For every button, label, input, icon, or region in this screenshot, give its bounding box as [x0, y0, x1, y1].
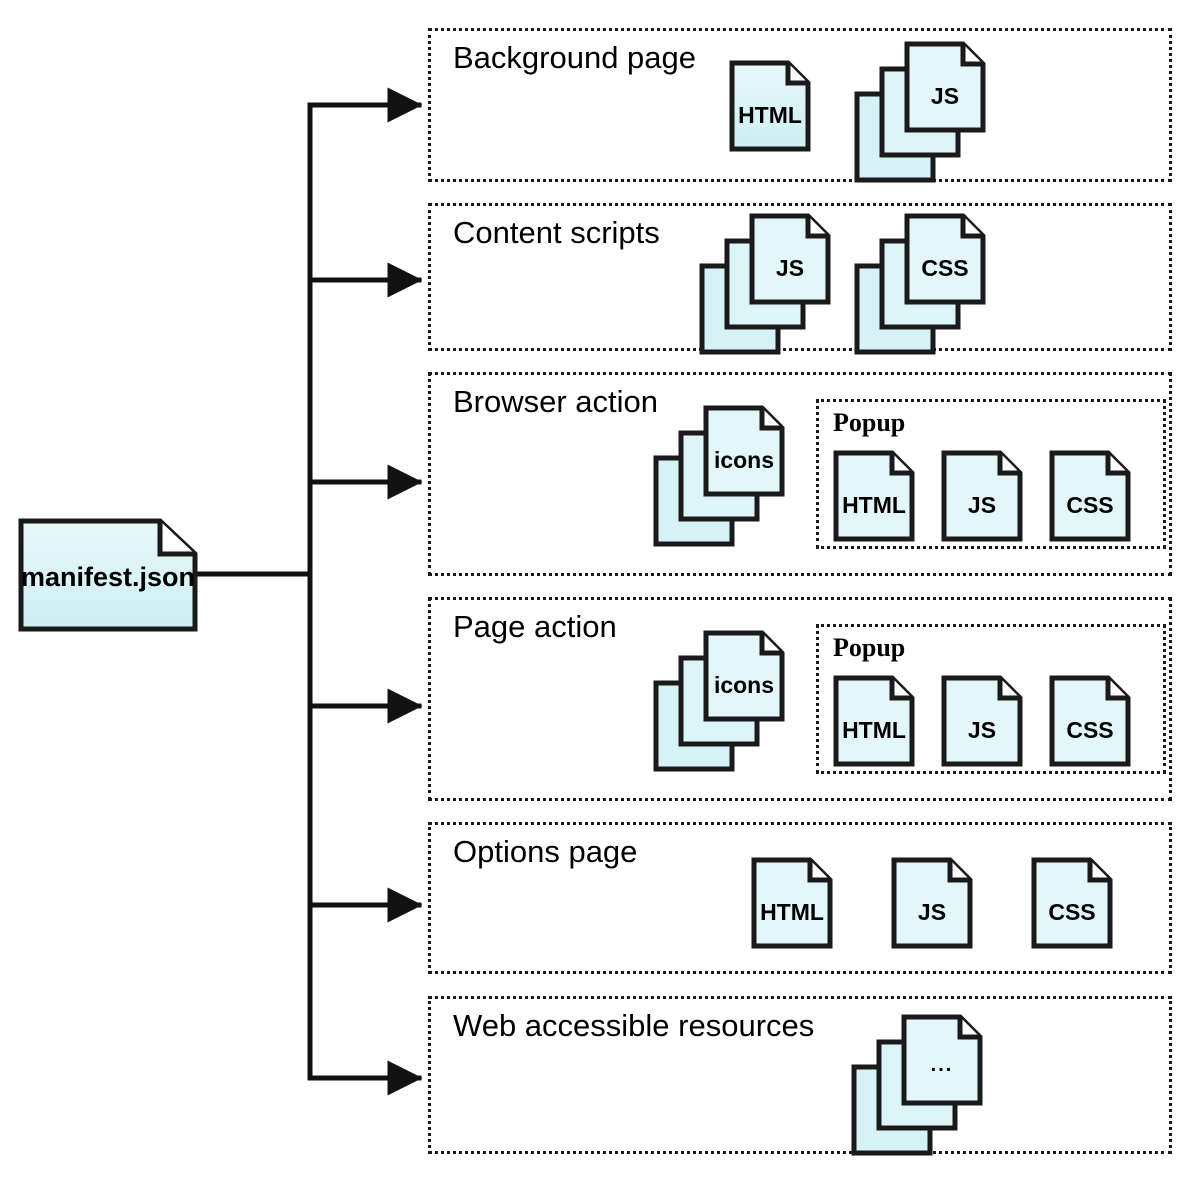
subbox-popup: Popup HTML JS CSS	[816, 399, 1166, 549]
file-icon	[751, 857, 833, 949]
section-browser-action: Browser action icons Popup	[428, 372, 1172, 576]
section-web-accessible-resources: Web accessible resources ...	[428, 996, 1172, 1156]
subbox-title-popup: Popup	[833, 633, 906, 662]
file-html[interactable]: HTML	[833, 675, 915, 767]
file-icon	[1049, 675, 1131, 767]
file-html[interactable]: HTML	[833, 450, 915, 542]
file-html[interactable]: HTML	[729, 60, 811, 152]
section-page-action: Page action icons Popup	[428, 597, 1172, 801]
section-title-browser-action: Browser action	[453, 384, 659, 419]
file-icon	[833, 450, 915, 542]
stack-sheet-front	[904, 41, 986, 133]
file-icon	[904, 213, 986, 305]
file-icon	[833, 675, 915, 767]
section-title-background-page: Background page	[453, 40, 697, 75]
section-title-options-page: Options page	[453, 834, 638, 869]
file-css[interactable]: CSS	[1049, 675, 1131, 767]
file-css[interactable]: CSS	[1049, 450, 1131, 542]
file-stack-icons[interactable]: icons	[653, 405, 785, 547]
file-stack-resources[interactable]: ...	[851, 1014, 983, 1156]
subbox-popup: Popup HTML JS CSS	[816, 624, 1166, 774]
file-stack-css[interactable]: CSS	[854, 213, 986, 355]
file-icon	[703, 630, 785, 722]
section-title-web-accessible-resources: Web accessible resources	[453, 1008, 815, 1043]
file-js[interactable]: JS	[941, 675, 1023, 767]
file-html[interactable]: HTML	[751, 857, 833, 949]
file-icon	[941, 450, 1023, 542]
section-background-page: Background page HTML	[428, 28, 1172, 183]
file-stack-icons[interactable]: icons	[653, 630, 785, 772]
manifest-json-node[interactable]: manifest.json	[18, 518, 198, 632]
file-stack-js[interactable]: JS	[699, 213, 831, 355]
file-icon	[904, 41, 986, 133]
file-icon	[18, 518, 198, 632]
file-icon	[941, 675, 1023, 767]
file-icon	[1049, 450, 1131, 542]
stack-sheet-front	[904, 213, 986, 305]
stack-sheet-front	[703, 630, 785, 722]
file-icon	[891, 857, 973, 949]
file-icon	[1031, 857, 1113, 949]
stack-sheet-front	[749, 213, 831, 305]
subbox-title-popup: Popup	[833, 408, 906, 437]
section-title-content-scripts: Content scripts	[453, 215, 660, 250]
file-stack-js[interactable]: JS	[854, 41, 986, 183]
file-icon	[749, 213, 831, 305]
file-js[interactable]: JS	[891, 857, 973, 949]
file-js[interactable]: JS	[941, 450, 1023, 542]
section-options-page: Options page HTML JS CSS	[428, 822, 1172, 974]
section-content-scripts: Content scripts JS	[428, 203, 1172, 355]
file-icon	[703, 405, 785, 497]
stack-sheet-front	[703, 405, 785, 497]
file-css[interactable]: CSS	[1031, 857, 1113, 949]
file-icon	[729, 60, 811, 152]
stack-sheet-front	[901, 1014, 983, 1106]
file-icon	[901, 1014, 983, 1106]
section-title-page-action: Page action	[453, 609, 617, 644]
